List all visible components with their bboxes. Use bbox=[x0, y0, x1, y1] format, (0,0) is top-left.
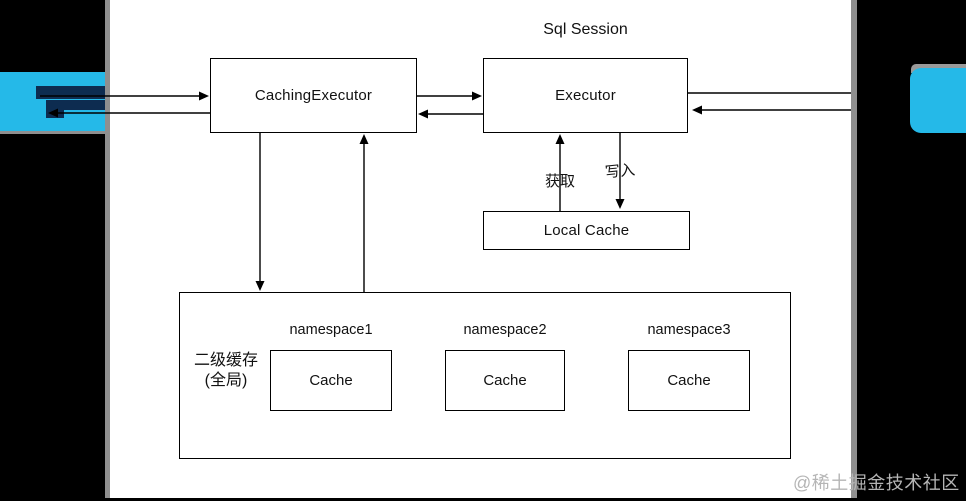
get-edge-label: 获取 bbox=[544, 173, 575, 190]
namespace3-title: namespace3 bbox=[647, 322, 731, 338]
namespace3-group: namespace3 Cache bbox=[628, 322, 750, 411]
watermark: @稀土掘金技术社区 bbox=[793, 473, 960, 493]
namespace1-cache-box: Cache bbox=[270, 350, 392, 411]
namespace1-group: namespace1 Cache bbox=[270, 322, 392, 411]
caching-executor-label: CachingExecutor bbox=[254, 87, 373, 104]
left-logo-shape bbox=[36, 86, 105, 99]
caching-executor-box: CachingExecutor bbox=[210, 58, 417, 133]
right-edge-logo bbox=[910, 68, 966, 133]
left-logo-underline bbox=[0, 131, 105, 134]
canvas-left-border bbox=[105, 0, 110, 498]
diagram-title: Sql Session bbox=[543, 21, 628, 38]
namespace3-cache-box: Cache bbox=[628, 350, 750, 411]
namespace2-cache-label: Cache bbox=[483, 372, 527, 389]
left-logo-shape bbox=[46, 100, 105, 110]
l2-cache-label: 二级缓存 (全局) bbox=[180, 351, 272, 391]
namespace2-title: namespace2 bbox=[463, 322, 547, 338]
left-logo-shape bbox=[46, 100, 64, 118]
executor-label: Executor bbox=[555, 87, 616, 104]
namespace2-group: namespace2 Cache bbox=[445, 322, 565, 411]
namespace3-cache-label: Cache bbox=[667, 372, 711, 389]
namespace1-cache-label: Cache bbox=[309, 372, 353, 389]
local-cache-box: Local Cache bbox=[483, 211, 690, 250]
l2-cache-label-line2: (全局) bbox=[204, 372, 248, 389]
namespace1-title: namespace1 bbox=[289, 322, 373, 338]
l2-cache-label-line1: 二级缓存 bbox=[193, 352, 258, 369]
local-cache-label: Local Cache bbox=[543, 222, 630, 239]
namespace2-cache-box: Cache bbox=[445, 350, 565, 411]
executor-box: Executor bbox=[483, 58, 688, 133]
canvas-right-border bbox=[851, 0, 857, 498]
